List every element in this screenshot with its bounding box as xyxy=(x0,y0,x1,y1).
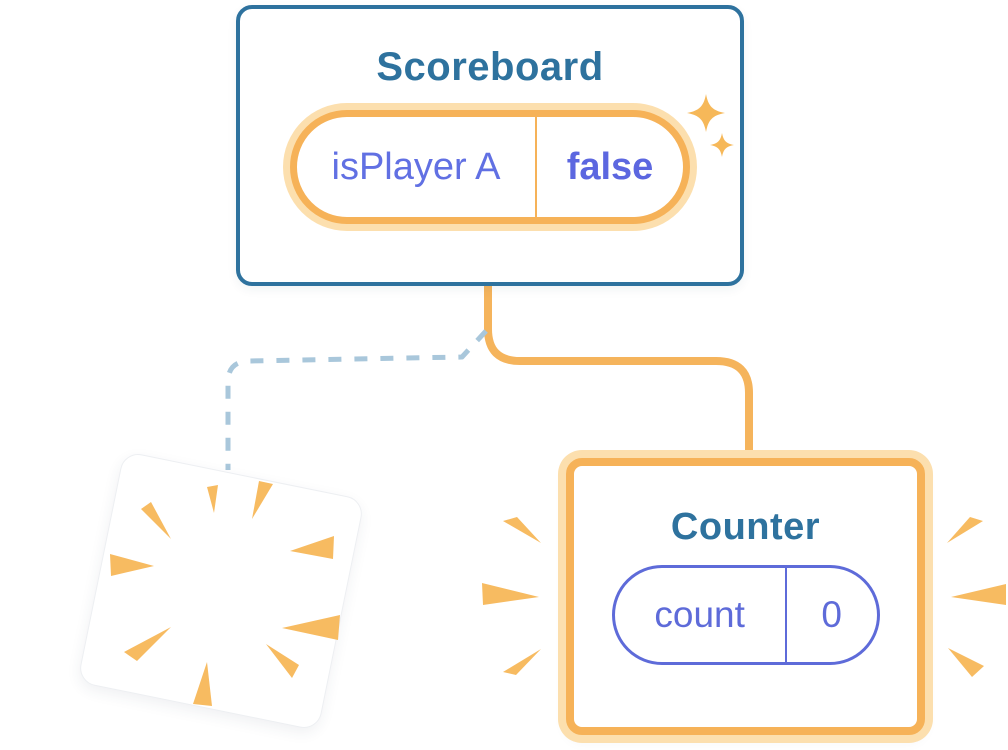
scoreboard-component-card: Scoreboard isPlayer A false xyxy=(236,5,744,286)
counter-title: Counter xyxy=(670,506,821,548)
destroyed-component-card xyxy=(76,450,366,732)
state-value: 0 xyxy=(784,568,877,662)
dashed-connector-line xyxy=(225,329,488,470)
scoreboard-state-pill: isPlayer A false xyxy=(290,110,690,224)
state-value: false xyxy=(535,117,683,217)
counter-state-pill: count 0 xyxy=(611,565,880,665)
solid-connector-line xyxy=(484,283,753,460)
state-name: isPlayer A xyxy=(331,145,501,188)
state-name: count xyxy=(654,594,745,635)
scoreboard-title: Scoreboard xyxy=(376,45,604,89)
counter-component-card: Counter count 0 xyxy=(566,458,925,735)
